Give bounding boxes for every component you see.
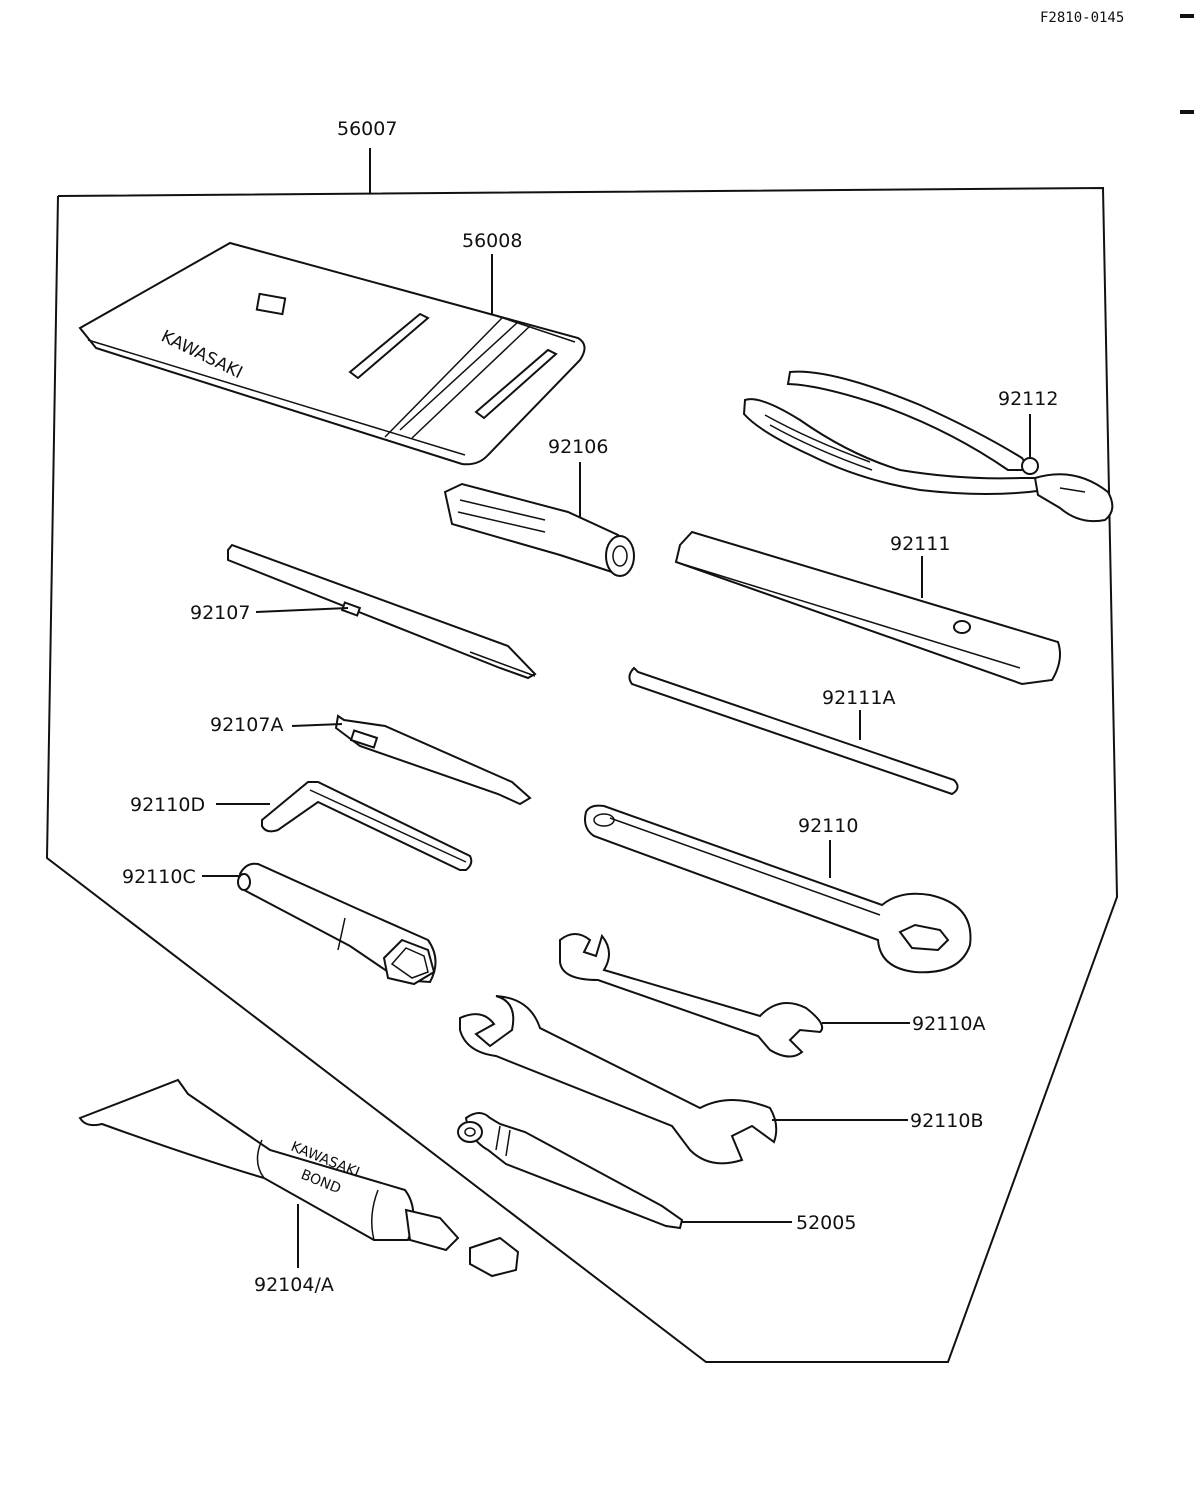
hex-key — [261, 781, 473, 871]
open-wrench-large — [459, 995, 778, 1165]
label-92106: 92106 — [548, 436, 609, 458]
screwdriver — [227, 543, 537, 680]
label-92110: 92110 — [798, 815, 859, 837]
label-56007: 56007 — [337, 118, 398, 140]
label-92110A: 92110A — [912, 1013, 986, 1035]
screwdriver-bit — [334, 714, 532, 806]
label-92110D: 92110D — [130, 794, 206, 816]
pliers — [742, 370, 1114, 523]
label-92110C: 92110C — [122, 866, 196, 888]
open-wrench-small — [559, 933, 824, 1058]
label-92112: 92112 — [998, 388, 1059, 410]
tommy-bar — [628, 666, 959, 796]
label-92111: 92111 — [890, 533, 951, 555]
flat-handle — [674, 530, 1061, 686]
label-92107A: 92107A — [210, 714, 284, 736]
registration-mark-bottom — [1180, 110, 1194, 114]
label-92110B: 92110B — [910, 1110, 984, 1132]
label-92111A: 92111A — [822, 687, 896, 709]
registration-mark-top — [1180, 14, 1194, 18]
kit-boundary — [45, 186, 1119, 1363]
spoke-tool — [457, 1112, 684, 1230]
label-56008: 56008 — [462, 230, 523, 252]
diagram-code: F2810-0145 — [1040, 10, 1125, 26]
spark-plug-handle — [443, 482, 635, 577]
leader-92107 — [255, 607, 349, 613]
tool-case: KAWASAKI — [78, 241, 586, 466]
label-92107: 92107 — [190, 602, 251, 624]
label-52005: 52005 — [796, 1212, 857, 1234]
box-socket — [237, 862, 437, 986]
leader-92107A — [291, 723, 343, 727]
ring-wrench — [584, 804, 972, 974]
label-92104A: 92104/A — [254, 1274, 334, 1296]
